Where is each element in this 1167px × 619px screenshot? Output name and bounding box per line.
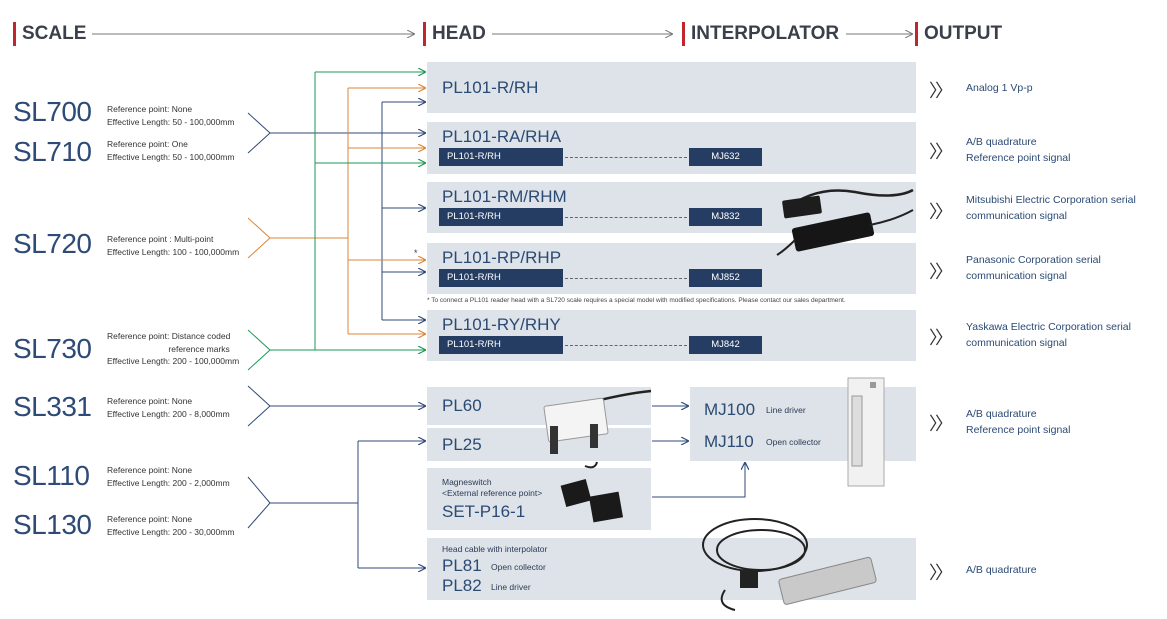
output-ab: A/B quadrature	[966, 564, 1037, 576]
chevron-icon: 〉〉	[929, 142, 953, 162]
pl82-name: PL82	[442, 576, 482, 595]
head-name: PL25	[442, 435, 482, 454]
chevron-icon: 〉〉	[929, 563, 953, 583]
scale-sl331-desc: Reference point: None Effective Length: …	[107, 396, 230, 419]
pl81-type: Open collector	[491, 562, 546, 572]
interpolator-device-image	[776, 188, 914, 256]
interp-bar-mj632: MJ632	[689, 148, 762, 166]
header-interpolator: INTERPOLATOR	[682, 22, 839, 46]
output-mitsubishi: Mitsubishi Electric Corporation serial c…	[966, 194, 1136, 222]
pl81-name: PL81	[442, 556, 482, 575]
mj100-device-image	[847, 377, 885, 487]
scale-sl700: SL700	[13, 96, 92, 127]
pl60-head-image	[543, 389, 652, 454]
scale-sl110-desc: Reference point: None Effective Length: …	[107, 465, 230, 488]
chevron-icon: 〉〉	[929, 81, 953, 101]
header-output: OUTPUT	[915, 22, 1002, 46]
pl8x-cable-image	[702, 518, 877, 611]
head-name: PL101-R/RH	[442, 78, 539, 97]
output-yaskawa: Yaskawa Electric Corporation serial comm…	[966, 321, 1131, 349]
chevron-icon: 〉〉	[929, 202, 953, 222]
pl8x-caption: Head cable with interpolator	[442, 544, 548, 554]
dash-connector	[565, 278, 687, 279]
set-line1: Magneswitch	[442, 477, 492, 487]
scale-sl710-desc: Reference point: One Effective Length: 5…	[107, 139, 235, 162]
output-panasonic: Panasonic Corporation serial communicati…	[966, 254, 1101, 282]
head-sub-bar: PL101-R/RH	[439, 269, 563, 287]
head-box-pl101-ra: PL101-RA/RHA PL101-R/RH MJ632	[427, 122, 916, 174]
head-box-pl101-rp: PL101-RP/RHP PL101-R/RH MJ852	[427, 243, 916, 294]
head-box-pl25: PL25	[427, 428, 651, 461]
header-head: HEAD	[423, 22, 486, 46]
scale-sl720: SL720	[13, 228, 92, 259]
head-box-pl101-ry: PL101-RY/RHY PL101-R/RH MJ842	[427, 310, 916, 361]
scale-sl730-desc: Reference point: Distance coded referenc…	[107, 331, 240, 366]
scale-sl710: SL710	[13, 136, 92, 167]
mj110-name: MJ110	[704, 432, 754, 451]
mj100-name: MJ100	[704, 400, 756, 419]
interp-bar-mj852: MJ852	[689, 269, 762, 287]
head-box-pl101-r: PL101-R/RH	[427, 62, 916, 113]
head-sub-bar: PL101-R/RH	[439, 336, 563, 354]
scale-sl331: SL331	[13, 391, 92, 422]
dash-connector	[565, 217, 687, 218]
head-sub-bar: PL101-R/RH	[439, 148, 563, 166]
head-name: PL101-RA/RHA	[442, 127, 562, 146]
interp-bar-mj832: MJ832	[689, 208, 762, 226]
output-ab-ref-2: A/B quadrature Reference point signal	[966, 408, 1071, 436]
chevron-icon: 〉〉	[929, 262, 953, 282]
output-analog: Analog 1 Vp-p	[966, 82, 1033, 94]
dash-connector	[565, 157, 687, 158]
head-name: SET-P16-1	[442, 502, 526, 521]
head-name: PL101-RM/RHM	[442, 187, 567, 206]
rp-asterisk: *	[414, 248, 418, 258]
head-name: PL60	[442, 396, 482, 415]
head-sub-bar: PL101-R/RH	[439, 208, 563, 226]
scale-sl130: SL130	[13, 509, 92, 540]
dash-connector	[565, 345, 687, 346]
scale-sl720-desc: Reference point : Multi-point Effective …	[107, 234, 240, 257]
footnote: * To connect a PL101 reader head with a …	[427, 297, 846, 304]
header-scale: SCALE	[13, 22, 86, 46]
interp-bar-mj842: MJ842	[689, 336, 762, 354]
head-name: PL101-RY/RHY	[442, 315, 561, 334]
set-line2: <External reference point>	[442, 488, 543, 498]
chevron-icon: 〉〉	[929, 328, 953, 348]
chevron-icon: 〉〉	[929, 414, 953, 434]
head-box-pl60: PL60	[427, 387, 651, 425]
magneswitch-image	[560, 461, 624, 523]
mj100-type: Line driver	[766, 405, 806, 415]
head-name: PL101-RP/RHP	[442, 248, 562, 267]
scale-sl110: SL110	[13, 460, 90, 491]
output-ab-ref: A/B quadrature Reference point signal	[966, 136, 1071, 164]
mj110-type: Open collector	[766, 437, 821, 447]
scale-sl700-desc: Reference point: None Effective Length: …	[107, 104, 235, 127]
scale-sl730: SL730	[13, 333, 92, 364]
pl82-type: Line driver	[491, 582, 531, 592]
scale-sl130-desc: Reference point: None Effective Length: …	[107, 514, 235, 537]
